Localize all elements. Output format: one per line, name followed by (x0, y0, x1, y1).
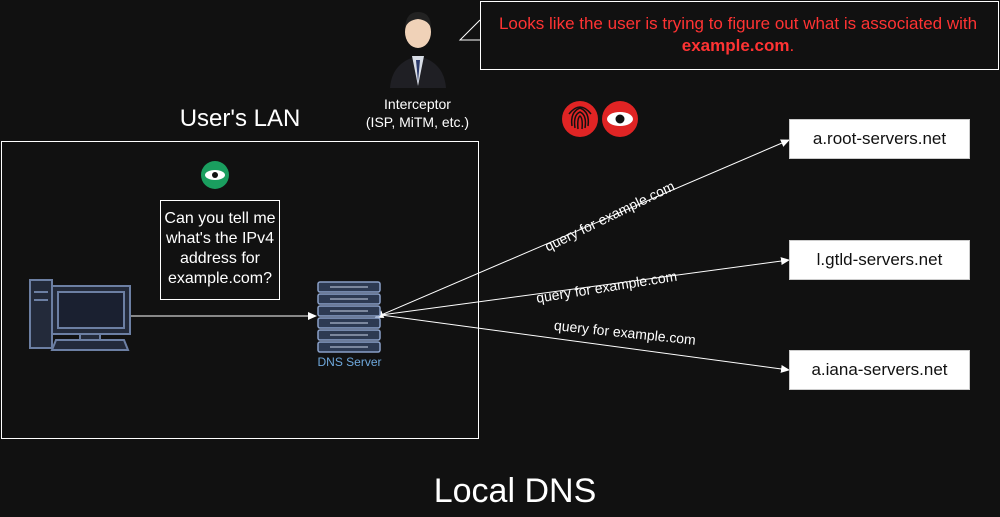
lan-title: User's LAN (179, 105, 301, 132)
root-server-box: a.root-servers.net (789, 119, 970, 159)
gtld-server-box: l.gtld-servers.net (789, 240, 970, 280)
diagram-title: Local DNS (433, 472, 597, 510)
speech-text-after: . (789, 36, 795, 55)
edge-dns-iana (380, 314, 790, 373)
interceptor-label-line2: (ISP, MiTM, etc.) (365, 114, 470, 130)
speech-text-before: Looks like the user is trying to figure … (498, 14, 978, 33)
eye-icon (201, 161, 229, 189)
businessman-icon (390, 12, 446, 88)
interceptor-label: Interceptor (ISP, MiTM, etc.) (355, 95, 480, 131)
speech-bubble (480, 1, 999, 70)
iana-server-box: a.iana-servers.net (789, 350, 970, 390)
user-query-note: Can you tell me what's the IPv4 address … (160, 200, 280, 300)
edge-dns-gtld (380, 257, 790, 316)
interceptor-label-line1: Interceptor (384, 96, 451, 112)
dns-server-label: DNS Server (317, 355, 382, 369)
edge-dns-root (374, 139, 790, 318)
speech-domain: example.com (681, 36, 790, 55)
computer-icon (29, 279, 131, 351)
speech-pointer (458, 19, 481, 41)
fingerprint-icon (562, 101, 598, 137)
eye-icon (602, 101, 638, 137)
speech-text: Looks like the user is trying to figure … (493, 13, 983, 57)
lan-boundary (1, 141, 479, 439)
